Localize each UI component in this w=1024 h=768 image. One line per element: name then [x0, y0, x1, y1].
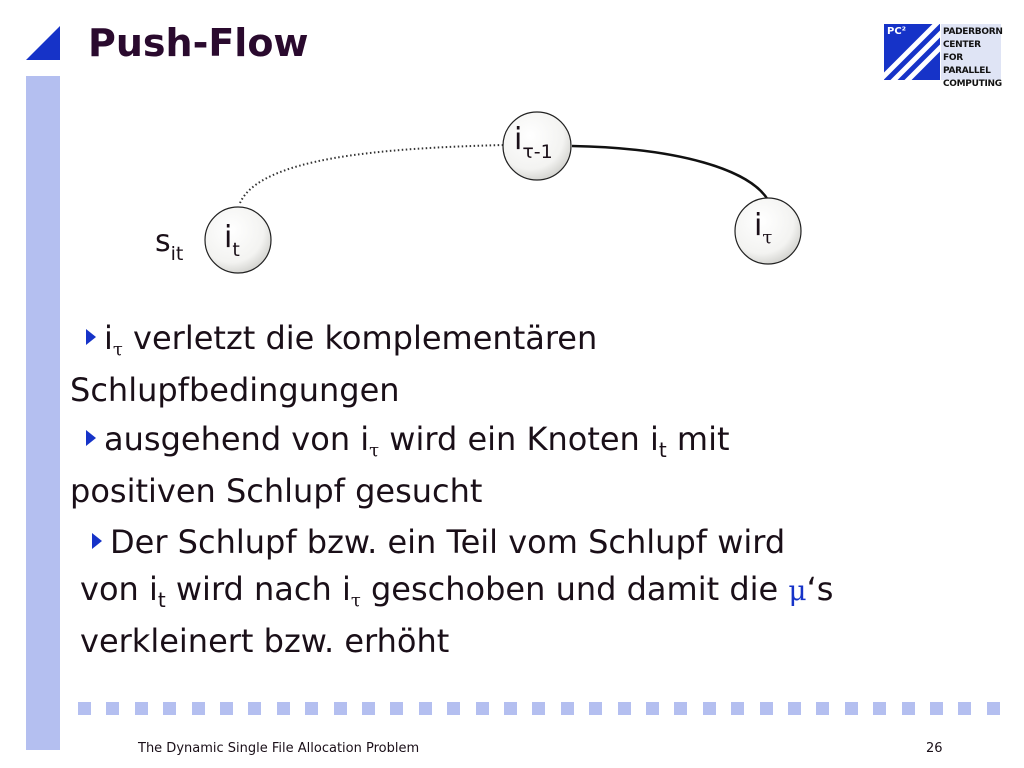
decorative-square: [220, 702, 233, 715]
decorative-square: [191, 702, 205, 715]
left-decorative-bar: [26, 76, 60, 750]
decorative-square: [418, 702, 432, 715]
decorative-square: [589, 702, 603, 715]
decorative-square-row: [78, 702, 1000, 716]
decorative-square: [702, 702, 716, 715]
decorative-square: [788, 702, 801, 715]
bullet-1: iτ verletzt die komplementären Schlupfbe…: [70, 319, 598, 409]
slide-title: Push-Flow: [88, 21, 309, 65]
decorative-square: [163, 702, 177, 715]
decorative-square: [333, 702, 347, 715]
corner-triangle-decoration: [26, 26, 60, 60]
node-circle-it: [204, 206, 272, 274]
decorative-square: [873, 702, 887, 715]
decorative-square: [901, 702, 915, 715]
decorative-square: [930, 702, 943, 715]
decorative-square: [390, 702, 404, 715]
decorative-square: [958, 702, 972, 715]
decorative-square: [504, 702, 517, 715]
decorative-square: [759, 702, 773, 715]
node-circle-itau: [734, 197, 802, 265]
bullet-3: Der Schlupf bzw. ein Teil vom Schlupf wi…: [80, 523, 834, 660]
decorative-square: [532, 702, 546, 715]
decorative-square: [646, 702, 659, 715]
decorative-square: [617, 702, 631, 715]
footer-title: The Dynamic Single File Allocation Probl…: [138, 741, 420, 756]
bullet-2: ausgehend von iτ wird ein Knoten it mit …: [70, 420, 730, 510]
node-label-it: it: [224, 220, 240, 261]
dotted-connector: [239, 144, 506, 204]
decorative-square: [986, 702, 1000, 715]
decorative-square: [362, 702, 375, 715]
pc2-logo: PC² PADERBORN CENTER FOR PARALLEL COMPUT…: [884, 24, 1003, 89]
bullet-arrow-icon: [86, 329, 96, 345]
decorative-square: [78, 702, 91, 715]
decorative-square: [447, 702, 461, 715]
pc2-logo-label: PC²: [887, 26, 907, 37]
decorative-square: [816, 702, 830, 715]
decorative-square: [106, 702, 120, 715]
solid-connector: [571, 144, 770, 201]
decorative-square: [674, 702, 688, 715]
push-flow-diagram: [204, 111, 802, 274]
bullet-arrow-icon: [92, 533, 102, 549]
decorative-square: [560, 702, 574, 715]
decorative-square: [305, 702, 319, 715]
node-circle-itau-1: [502, 111, 572, 181]
bullet-arrow-icon: [86, 430, 96, 446]
decorative-square: [134, 702, 148, 715]
slack-label: sit: [155, 224, 184, 265]
pc2-logo-text: PADERBORN CENTER FOR PARALLEL COMPUTING: [941, 24, 1003, 89]
node-label-itau: iτ: [754, 208, 773, 248]
decorative-square: [844, 702, 858, 715]
node-label-itau-1: iτ-1: [514, 122, 553, 163]
page-number: 26: [926, 741, 943, 756]
decorative-square: [475, 702, 489, 715]
decorative-square: [276, 702, 290, 715]
decorative-square: [248, 702, 262, 715]
decorative-square: [731, 702, 745, 715]
pc2-logo-mark: PC²: [884, 24, 940, 80]
mu-symbol: μ: [788, 574, 807, 607]
